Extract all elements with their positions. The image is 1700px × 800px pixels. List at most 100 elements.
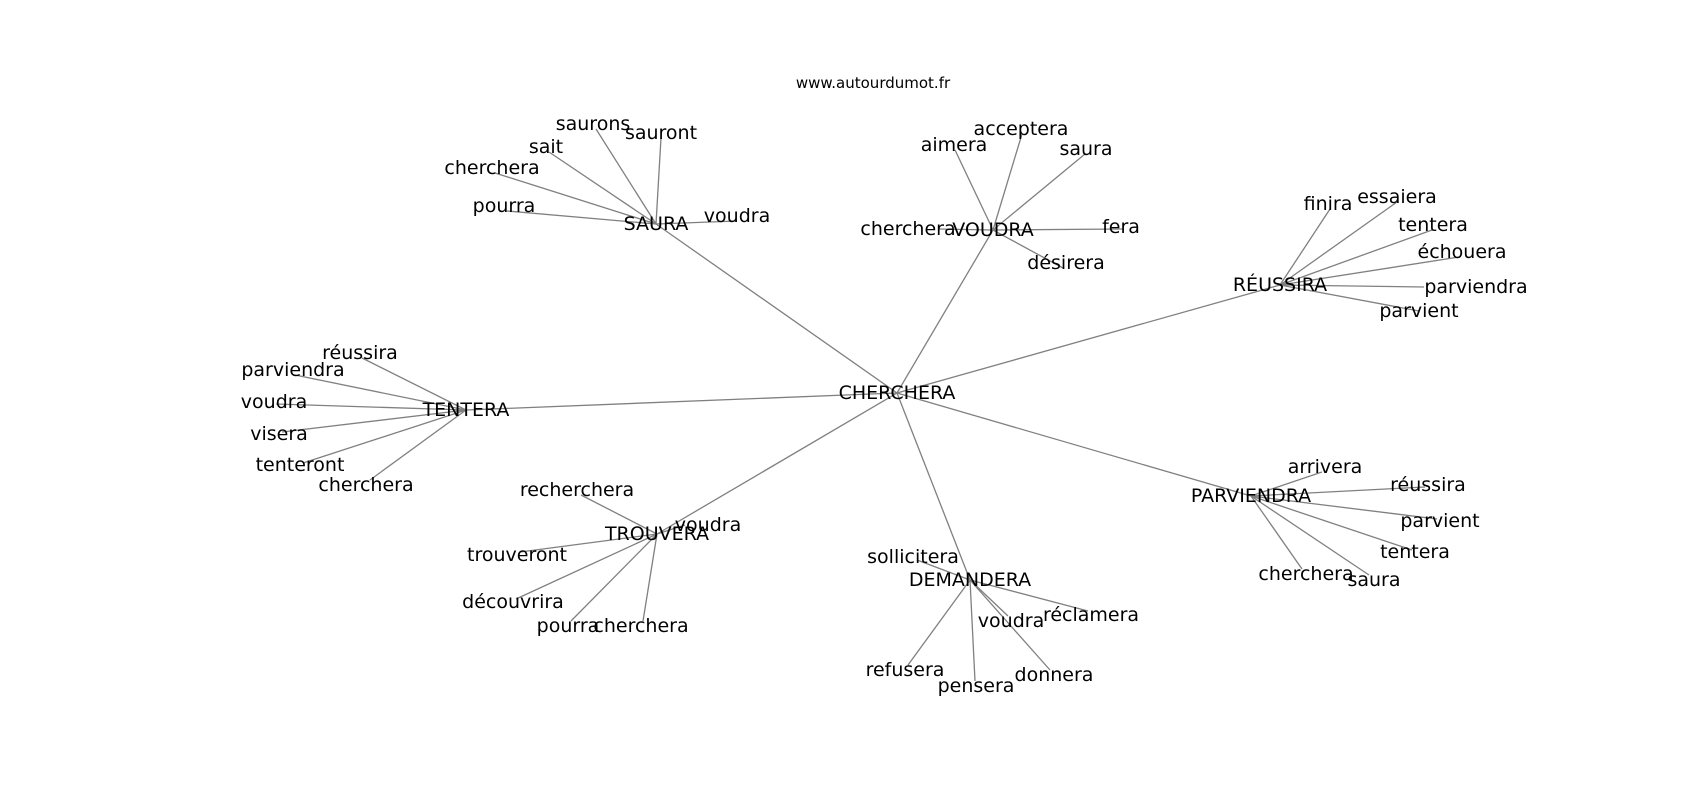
- edge-tentera-leaf: [302, 409, 467, 464]
- edge-parviendra-leaf: [1250, 495, 1303, 570]
- leaf-node-label: désirera: [1027, 252, 1104, 274]
- leaf-node-label: finira: [1304, 193, 1353, 215]
- edge-center-trouvera: [656, 392, 898, 535]
- leaf-node-label: refusera: [866, 659, 945, 681]
- hub-node-label-saura: SAURA: [624, 213, 689, 235]
- leaf-node-label: voudra: [241, 391, 307, 413]
- edge-tentera-leaf: [369, 409, 467, 481]
- labels-layer: CHERCHERASAURAsauronssaurontsaitchercher…: [241, 113, 1528, 697]
- hub-node-label-demandera: DEMANDERA: [909, 569, 1031, 591]
- leaf-node-label: recherchera: [520, 479, 634, 501]
- edge-center-saura: [655, 223, 898, 394]
- leaf-node-label: voudra: [978, 610, 1044, 632]
- edge-tentera-leaf: [361, 357, 467, 411]
- edge-trouvera-leaf: [656, 524, 686, 535]
- leaf-node-label: parviendra: [241, 359, 344, 381]
- hub-node-label-tentera: TENTERA: [422, 399, 510, 421]
- edge-trouvera-leaf: [519, 533, 658, 553]
- leaf-node-label: sait: [529, 136, 563, 158]
- leaf-node-label: trouveront: [467, 544, 567, 566]
- edge-parviendra-leaf: [1250, 495, 1438, 520]
- edge-saura-leaf: [494, 172, 657, 225]
- leaf-node-label: sollicitera: [867, 546, 959, 568]
- leaf-node-label: échouera: [1418, 241, 1507, 263]
- edge-center-demandera: [896, 392, 971, 581]
- edge-saura-leaf: [506, 210, 657, 225]
- leaf-node-label: pourra: [537, 615, 600, 637]
- leaf-node-label: parvient: [1379, 300, 1458, 322]
- leaf-node-label: saura: [1347, 569, 1400, 591]
- leaf-node-label: pensera: [938, 675, 1015, 697]
- leaf-node-label: réclamera: [1043, 604, 1139, 626]
- leaf-node-label: tentera: [1380, 541, 1450, 563]
- edge-demandera-leaf: [907, 579, 971, 666]
- hub-node-label-reussira: RÉUSSIRA: [1233, 273, 1327, 296]
- leaf-node-label: donnera: [1015, 664, 1094, 686]
- edge-saura-leaf: [655, 137, 662, 225]
- leaf-node-label: cherchera: [1258, 563, 1353, 585]
- leaf-node-label: voudra: [704, 205, 770, 227]
- edge-voudra-leaf: [992, 228, 1125, 231]
- edge-tentera-leaf: [281, 409, 467, 433]
- edge-reussira-leaf: [1279, 201, 1398, 286]
- edge-voudra-leaf: [937, 228, 994, 231]
- edge-voudra-leaf: [992, 133, 1023, 231]
- leaf-node-label: cherchera: [444, 157, 539, 179]
- edges-layer: [275, 128, 1460, 682]
- leaf-node-label: arrivera: [1288, 456, 1363, 478]
- edge-demandera-leaf: [969, 579, 1051, 671]
- edge-parviendra-leaf: [1250, 486, 1426, 497]
- leaf-node-label: tentera: [1398, 214, 1468, 236]
- edge-trouvera-leaf: [570, 533, 658, 622]
- leaf-node-label: fera: [1102, 216, 1140, 238]
- edge-reussira-leaf: [1279, 229, 1433, 286]
- leaf-node-label: parvient: [1400, 510, 1479, 532]
- leaf-node-label: essaiera: [1357, 186, 1437, 208]
- leaf-node-label: pourra: [473, 195, 536, 217]
- edge-reussira-leaf: [1279, 284, 1425, 288]
- edge-saura-leaf: [595, 128, 657, 225]
- edge-voudra-leaf: [992, 229, 1064, 269]
- leaf-node-label: parviendra: [1424, 276, 1527, 298]
- leaf-node-label: sauront: [625, 122, 697, 144]
- edge-center-reussira: [896, 284, 1281, 394]
- edge-demandera-leaf: [969, 579, 1089, 612]
- edge-tentera-leaf: [294, 374, 467, 411]
- center-node-label: CHERCHERA: [839, 382, 956, 404]
- edge-reussira-leaf: [1279, 256, 1460, 286]
- edge-parviendra-leaf: [1250, 471, 1323, 497]
- edge-trouvera-leaf: [580, 494, 658, 535]
- hub-node-label-voudra: VOUDRA: [952, 219, 1034, 241]
- leaf-node-label: découvrira: [462, 591, 564, 613]
- edge-center-parviendra: [896, 392, 1252, 497]
- edge-demandera-leaf: [969, 579, 976, 682]
- edge-demandera-leaf: [969, 579, 1009, 617]
- edge-trouvera-leaf: [515, 533, 658, 600]
- edge-reussira-leaf: [1279, 284, 1420, 312]
- leaf-node-label: aimera: [921, 134, 988, 156]
- edge-reussira-leaf: [1279, 208, 1331, 286]
- leaf-node-label: réussira: [1390, 474, 1466, 496]
- leaf-node-label: tenteront: [256, 454, 345, 476]
- edge-tentera-leaf: [275, 403, 467, 411]
- hub-node-label-trouvera: TROUVERA: [604, 523, 709, 545]
- leaf-node-label: cherchera: [593, 615, 688, 637]
- edge-voudra-leaf: [992, 153, 1086, 231]
- hub-node-label-parviendra: PARVIENDRA: [1191, 485, 1311, 507]
- leaf-node-label: saurons: [556, 113, 631, 135]
- source-label: www.autourdumot.fr: [796, 74, 951, 92]
- leaf-node-label: visera: [250, 423, 308, 445]
- leaf-node-label: cherchera: [318, 474, 413, 496]
- edge-parviendra-leaf: [1250, 495, 1370, 576]
- edge-demandera-leaf: [916, 559, 971, 581]
- leaf-node-label: cherchera: [860, 218, 955, 240]
- edge-trouvera-leaf: [642, 533, 658, 622]
- edge-center-tentera: [465, 392, 898, 411]
- leaf-node-label: acceptera: [974, 118, 1069, 140]
- edge-saura-leaf: [548, 151, 657, 225]
- leaf-node-label: réussira: [322, 342, 398, 364]
- leaf-node-label: saura: [1059, 138, 1112, 160]
- edge-center-voudra: [896, 229, 994, 394]
- leaf-node-label: voudra: [675, 514, 741, 536]
